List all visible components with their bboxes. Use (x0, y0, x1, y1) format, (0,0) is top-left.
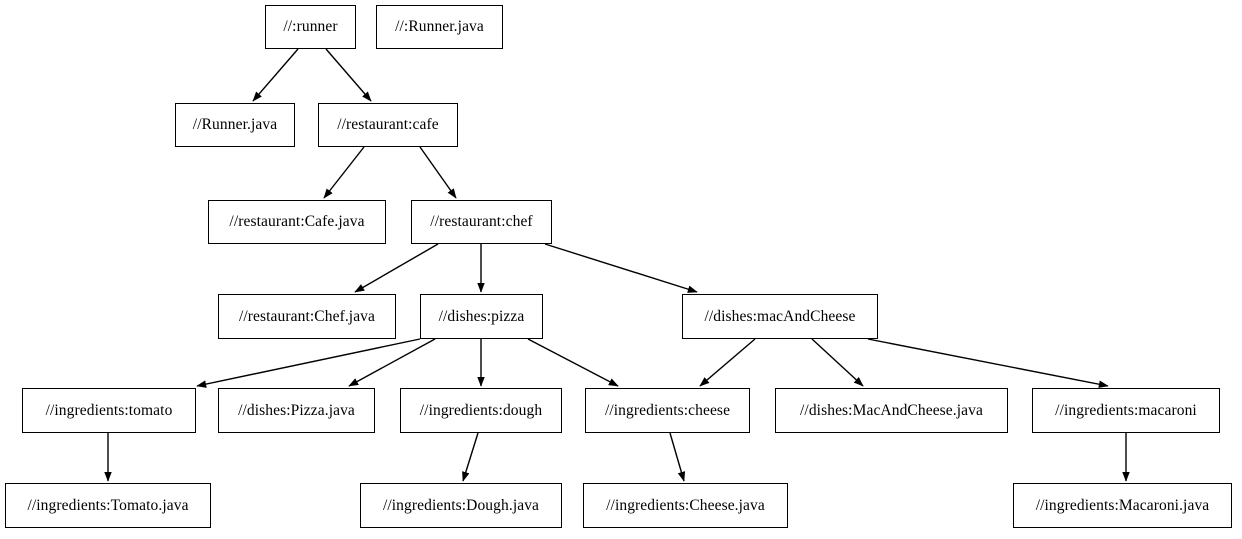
graph-node-runner_target[interactable]: //:runner (265, 5, 356, 49)
node-label: //ingredients:dough (419, 401, 543, 419)
graph-node-dishes_pizza[interactable]: //dishes:pizza (420, 294, 543, 339)
graph-node-dishes_macandcheese[interactable]: //dishes:macAndCheese (682, 294, 878, 339)
graph-node-ingredients_macaroni[interactable]: //ingredients:macaroni (1032, 388, 1220, 433)
graph-node-runner_java_root[interactable]: //:Runner.java (376, 5, 503, 49)
node-label: //ingredients:tomato (45, 401, 173, 419)
graph-node-restaurant_chef_java[interactable]: //restaurant:Chef.java (218, 294, 396, 339)
node-label: //dishes:Pizza.java (238, 401, 355, 419)
graph-node-restaurant_cafe_java[interactable]: //restaurant:Cafe.java (208, 200, 386, 244)
node-label: //Runner.java (192, 116, 278, 134)
graph-node-ingredients_cheese[interactable]: //ingredients:cheese (585, 388, 750, 433)
node-label: //ingredients:Tomato.java (27, 496, 189, 514)
node-label: //dishes:MacAndCheese.java (800, 401, 983, 419)
graph-node-restaurant_chef[interactable]: //restaurant:chef (411, 200, 552, 244)
node-label: //restaurant:Chef.java (238, 307, 376, 325)
node-label: //ingredients:Macaroni.java (1035, 496, 1210, 514)
node-label: //ingredients:macaroni (1055, 401, 1197, 419)
graph-node-ingredients_cheese_java[interactable]: //ingredients:Cheese.java (583, 483, 788, 528)
graph-node-runner_java[interactable]: //Runner.java (175, 103, 295, 147)
node-label: //restaurant:chef (430, 213, 533, 231)
node-label: //ingredients:Cheese.java (606, 496, 765, 514)
node-label: //dishes:macAndCheese (704, 307, 856, 325)
graph-node-ingredients_macaroni_java[interactable]: //ingredients:Macaroni.java (1013, 483, 1232, 528)
graph-node-ingredients_dough_java[interactable]: //ingredients:Dough.java (360, 483, 562, 528)
graph-node-dishes_macandcheese_java[interactable]: //dishes:MacAndCheese.java (775, 388, 1008, 433)
node-label: //ingredients:Dough.java (382, 496, 540, 514)
node-label: //:runner (283, 18, 338, 36)
graph-node-ingredients_dough[interactable]: //ingredients:dough (400, 388, 562, 433)
graph-node-ingredients_tomato[interactable]: //ingredients:tomato (22, 388, 196, 433)
node-label: //ingredients:cheese (604, 401, 731, 419)
graph-node-dishes_pizza_java[interactable]: //dishes:Pizza.java (218, 388, 375, 433)
node-label: //dishes:pizza (438, 307, 525, 325)
graph-node-ingredients_tomato_java[interactable]: //ingredients:Tomato.java (5, 483, 211, 528)
graph-node-restaurant_cafe[interactable]: //restaurant:cafe (318, 103, 458, 147)
node-label: //restaurant:cafe (337, 116, 439, 134)
node-label: //restaurant:Cafe.java (229, 213, 365, 231)
node-label: //:Runner.java (395, 18, 484, 36)
